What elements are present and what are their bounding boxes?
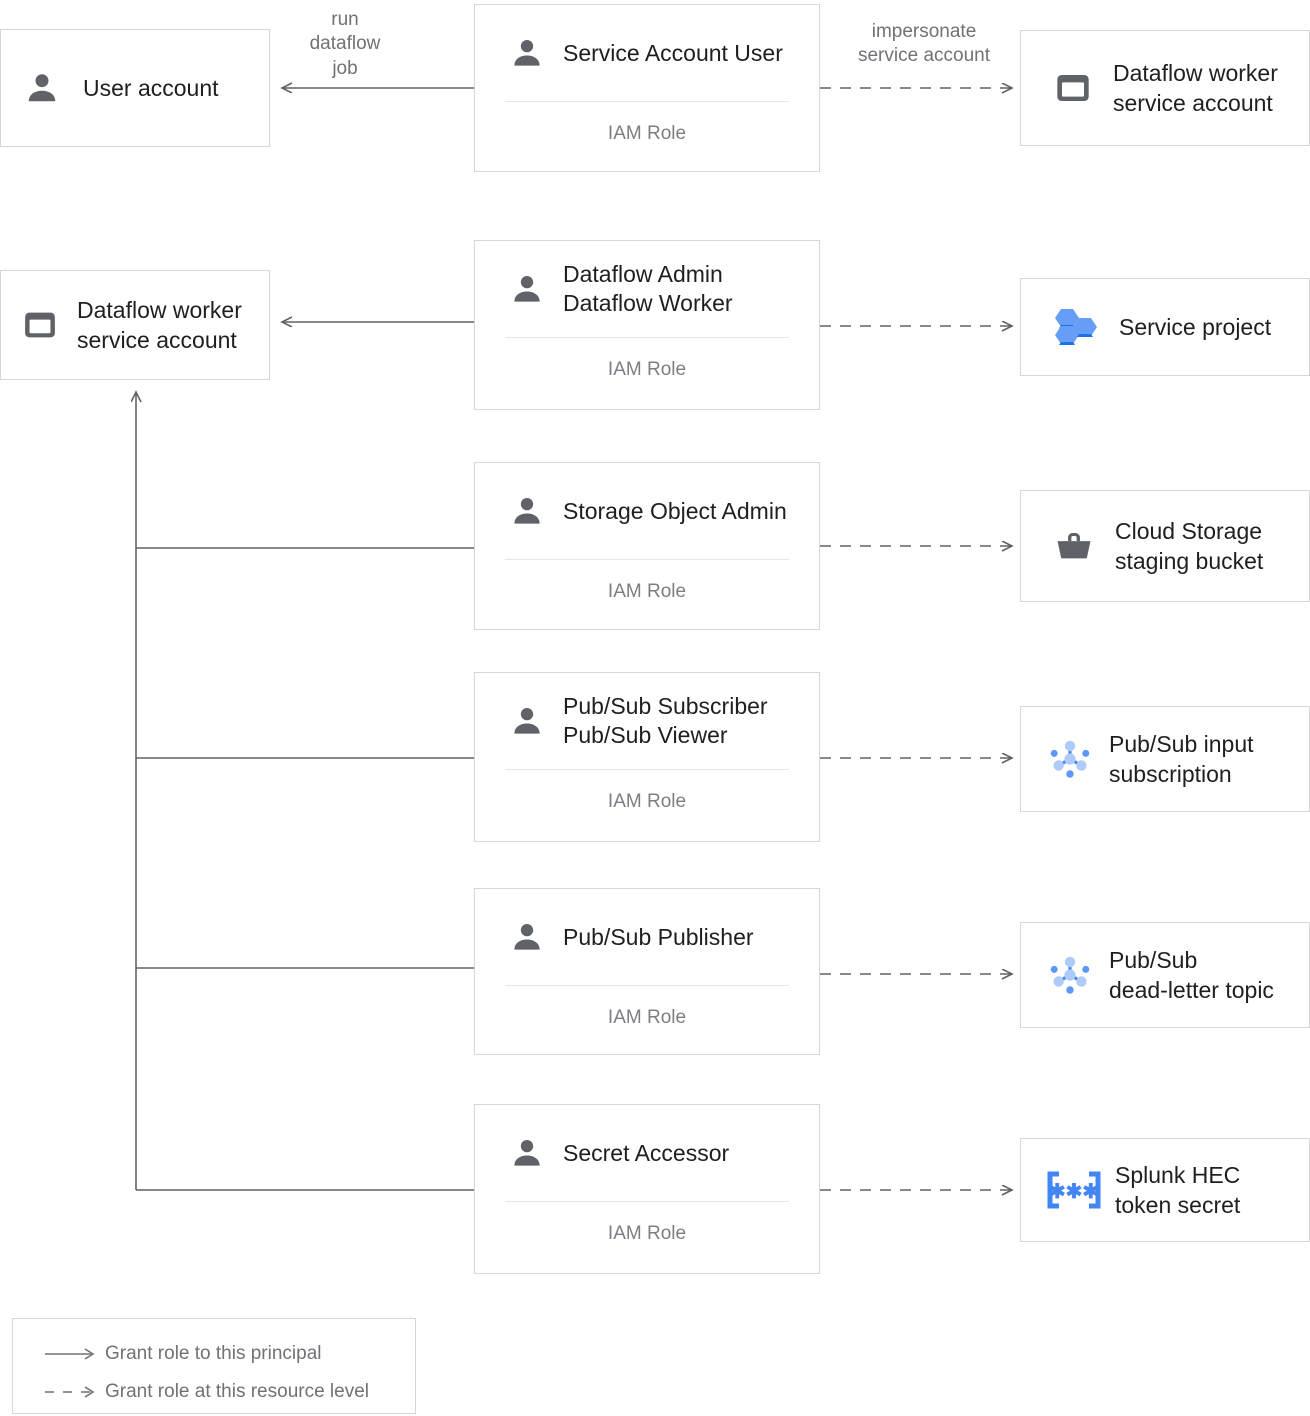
- legend-item-dashed: Grant role at this resource level: [13, 1373, 415, 1411]
- resource-cloud-storage-staging-bucket[interactable]: Cloud Storage staging bucket: [1020, 490, 1310, 602]
- person-icon: [509, 703, 545, 739]
- principal-user-account[interactable]: User account: [0, 29, 270, 147]
- person-icon: [509, 919, 545, 955]
- card-divider: [505, 769, 789, 770]
- cloud-storage-bucket-icon: [1053, 525, 1095, 567]
- role-name: Dataflow Admin Dataflow Worker: [563, 261, 733, 316]
- resource-pubsub-dead-letter-topic[interactable]: Pub/Sub dead-letter topic: [1020, 922, 1310, 1028]
- role-card-secret-accessor[interactable]: Secret Accessor IAM Role: [474, 1104, 820, 1274]
- principal-label: User account: [83, 74, 219, 101]
- role-name: Storage Object Admin: [563, 497, 787, 524]
- resource-label: Splunk HEC token secret: [1115, 1161, 1241, 1218]
- pubsub-icon: [1047, 736, 1093, 782]
- role-card-footer: IAM Role: [607, 359, 687, 380]
- legend-label: Grant role at this resource level: [105, 1381, 370, 1402]
- role-card-footer: IAM Role: [607, 791, 687, 812]
- person-icon: [23, 69, 61, 107]
- resource-dataflow-worker-service-account[interactable]: Dataflow worker service account: [1020, 30, 1310, 146]
- card-divider: [505, 1201, 789, 1202]
- person-icon: [509, 271, 545, 307]
- card-divider: [505, 337, 789, 338]
- svg-text:✱✱✱: ✱✱✱: [1049, 1181, 1099, 1203]
- resource-pubsub-input-subscription[interactable]: Pub/Sub input subscription: [1020, 706, 1310, 812]
- principal-label: Dataflow worker service account: [77, 296, 242, 353]
- person-icon: [509, 493, 545, 529]
- pubsub-icon: [1047, 952, 1093, 998]
- person-icon: [509, 35, 545, 71]
- resource-label: Dataflow worker service account: [1113, 59, 1278, 116]
- role-name: Secret Accessor: [563, 1139, 730, 1166]
- person-icon: [509, 1135, 545, 1171]
- resource-label: Pub/Sub input subscription: [1109, 730, 1254, 787]
- principal-dataflow-worker-service-account[interactable]: Dataflow worker service account: [0, 270, 270, 380]
- resource-label: Service project: [1119, 313, 1272, 340]
- service-account-icon: [1053, 68, 1093, 108]
- legend-label: Grant role to this principal: [105, 1343, 322, 1364]
- dashed-arrow-icon: [43, 1385, 105, 1399]
- role-card-storage-object-admin[interactable]: Storage Object Admin IAM Role: [474, 462, 820, 630]
- role-name: Pub/Sub Subscriber Pub/Sub Viewer: [563, 693, 768, 748]
- role-card-service-account-user[interactable]: Service Account User IAM Role: [474, 4, 820, 172]
- role-name: Service Account User: [563, 39, 783, 66]
- role-card-pubsub-subscriber-viewer[interactable]: Pub/Sub Subscriber Pub/Sub Viewer IAM Ro…: [474, 672, 820, 842]
- edge-label-run-dataflow-job: run dataflow job: [309, 9, 381, 79]
- legend: Grant role to this principal Grant role …: [12, 1318, 416, 1414]
- card-divider: [505, 101, 789, 102]
- card-divider: [505, 985, 789, 986]
- role-card-footer: IAM Role: [607, 1007, 687, 1028]
- project-hexagons-icon: [1053, 305, 1099, 349]
- role-card-pubsub-publisher[interactable]: Pub/Sub Publisher IAM Role: [474, 888, 820, 1055]
- edge-label-impersonate-service-account: impersonate service account: [857, 21, 990, 67]
- solid-arrow-icon: [43, 1347, 105, 1361]
- resource-label: Cloud Storage staging bucket: [1115, 517, 1264, 574]
- resource-label: Pub/Sub dead-letter topic: [1109, 946, 1274, 1003]
- role-card-footer: IAM Role: [607, 123, 687, 144]
- legend-item-solid: Grant role to this principal: [13, 1335, 415, 1373]
- role-card-footer: IAM Role: [607, 1223, 687, 1244]
- service-account-icon: [21, 306, 59, 344]
- role-card-dataflow-admin-worker[interactable]: Dataflow Admin Dataflow Worker IAM Role: [474, 240, 820, 410]
- role-card-footer: IAM Role: [607, 581, 687, 602]
- role-name: Pub/Sub Publisher: [563, 923, 754, 950]
- resource-splunk-hec-token-secret[interactable]: ✱✱✱ Splunk HEC token secret: [1020, 1138, 1310, 1242]
- secret-manager-icon: ✱✱✱: [1045, 1168, 1103, 1212]
- card-divider: [505, 559, 789, 560]
- resource-service-project[interactable]: Service project: [1020, 278, 1310, 376]
